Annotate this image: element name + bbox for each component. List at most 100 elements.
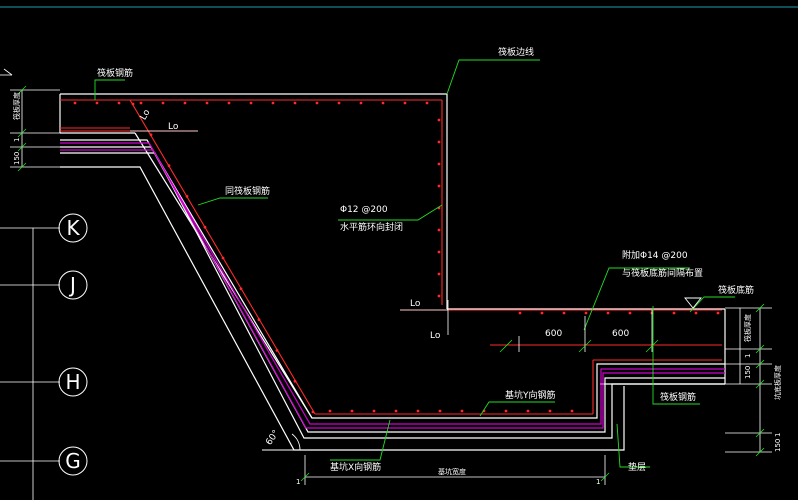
- rebar-dot: [606, 311, 610, 315]
- rebar-dot: [437, 228, 441, 232]
- axis-grid: K J H G: [0, 213, 88, 500]
- rebar-dot: [460, 409, 464, 413]
- rebar-dot: [203, 225, 207, 229]
- raft-edge-line-label: 筏板边线: [498, 46, 534, 58]
- rebar-dot: [167, 164, 171, 168]
- waterproof-membrane: [60, 142, 725, 429]
- lap-length-label-4: Lo: [430, 331, 441, 341]
- rebar-dot: [504, 409, 508, 413]
- right-thickness-dim-a: 筏板厚度: [743, 314, 752, 342]
- rebar-dot: [271, 101, 275, 105]
- leader-lines: [94, 59, 735, 468]
- raft-edge-triangle: [684, 297, 702, 309]
- rebar-dot: [131, 102, 135, 106]
- bottom-x-rebar-label: 基坑X向钢筋: [330, 461, 381, 473]
- rebar-dot: [437, 272, 441, 276]
- bottom-dim-1b: 1: [596, 478, 600, 486]
- lap-length-label-3: Lo: [410, 299, 421, 309]
- rebar-dot: [315, 101, 319, 105]
- raft-rebar-top-label: 筏板钢筋: [97, 67, 133, 79]
- rebar-dot: [381, 101, 385, 105]
- rebar-dot: [716, 311, 720, 315]
- right-dim-150-a: 150: [744, 366, 752, 379]
- horizontal-bar-desc: 水平筋环向封闭: [340, 221, 403, 233]
- rebar-dot: [437, 294, 441, 298]
- rebar-dot: [437, 140, 441, 144]
- left-thickness-dim: 筏板厚度: [12, 92, 21, 120]
- rebar-dot: [438, 409, 442, 413]
- rebar-dot: [311, 410, 315, 414]
- rebar-dot: [437, 184, 441, 188]
- axis-label-j: J: [68, 273, 76, 297]
- rebar-dot: [183, 101, 187, 105]
- axis-bubble-k: K: [58, 213, 88, 243]
- raft-rebar-right-label: 筏板钢筋: [660, 391, 696, 403]
- rebar-dot: [518, 311, 522, 315]
- left-dim-1: 1: [13, 138, 21, 142]
- rebar-dot: [337, 101, 341, 105]
- right-dimension-chain: [725, 303, 772, 457]
- rebar-dot: [73, 101, 77, 105]
- rebar-dot: [437, 118, 441, 122]
- axis-label-h: H: [65, 370, 80, 394]
- rebar-dot: [350, 409, 354, 413]
- left-dimension-chain: [0, 68, 60, 172]
- lap-length-label-1: Lo: [168, 122, 179, 132]
- rebar-dot: [185, 195, 189, 198]
- rebar-dot: [526, 409, 530, 413]
- added-bar-desc: 与筏板底筋间隔布置: [622, 267, 703, 279]
- right-dim-1-a: 1: [744, 354, 752, 358]
- rebar-dot: [328, 409, 332, 413]
- axis-bubble-g: G: [58, 446, 88, 476]
- rebar-dot: [139, 101, 143, 105]
- cushion-layer-label: 垫层: [628, 461, 646, 473]
- lap-length-label-2: Lo: [139, 108, 153, 122]
- rebar-dot: [416, 409, 420, 413]
- rebar-dot: [540, 311, 544, 315]
- rebar-dot: [249, 101, 253, 105]
- rebar-dot: [425, 101, 429, 105]
- rebar-dot: [205, 101, 209, 105]
- rebar-dot: [275, 349, 279, 352]
- rebar-dot: [239, 287, 243, 291]
- horizontal-bar-spec: Φ12 @200: [340, 205, 388, 215]
- rebar-dot: [149, 133, 153, 137]
- rebar-dot: [293, 101, 297, 105]
- rebar-dot: [221, 256, 225, 260]
- rebar-dot: [95, 101, 99, 105]
- rebar-dot: [359, 101, 363, 105]
- axis-bubble-h: H: [58, 367, 88, 397]
- right-dim-1-b: 1: [774, 433, 782, 437]
- axis-label-k: K: [66, 216, 80, 240]
- rebar-dot: [548, 409, 552, 413]
- left-dim-150: 150: [13, 152, 21, 165]
- dim-600-left: 600: [545, 329, 562, 339]
- rebar-dot: [437, 162, 441, 166]
- right-thickness-dim-b: 坑底板厚度: [773, 365, 782, 400]
- slope-angle-marker: [262, 433, 330, 451]
- rebar-dot: [161, 101, 165, 105]
- rebar-dot: [584, 311, 588, 315]
- bottom-dimension: [300, 455, 610, 485]
- added-bar-spec: 附加Φ14 @200: [622, 249, 688, 261]
- raft-bottom-rebar-label: 筏板底筋: [718, 284, 754, 296]
- dim-600-right: 600: [612, 329, 629, 339]
- raft-rebar-slope-label: 同筏板钢筋: [225, 185, 270, 197]
- rebar-dot: [117, 101, 121, 105]
- bottom-dim-1a: 1: [296, 478, 300, 486]
- right-dim-150-b: 150: [774, 439, 782, 452]
- axis-bubble-j: J: [58, 270, 88, 300]
- rebar-dot: [257, 318, 261, 321]
- rebar-dot: [694, 311, 698, 315]
- rebar-dot: [403, 101, 407, 105]
- bottom-width-dim: 基坑宽度: [438, 467, 466, 476]
- rebar-dot: [672, 311, 676, 315]
- rebar-dot: [562, 311, 566, 315]
- bottom-y-rebar-label: 基坑Y向钢筋: [505, 389, 556, 401]
- axis-label-g: G: [65, 449, 81, 473]
- rebar-dot: [227, 101, 231, 105]
- rebar-dot: [293, 379, 297, 383]
- rebar-dots: [73, 101, 720, 414]
